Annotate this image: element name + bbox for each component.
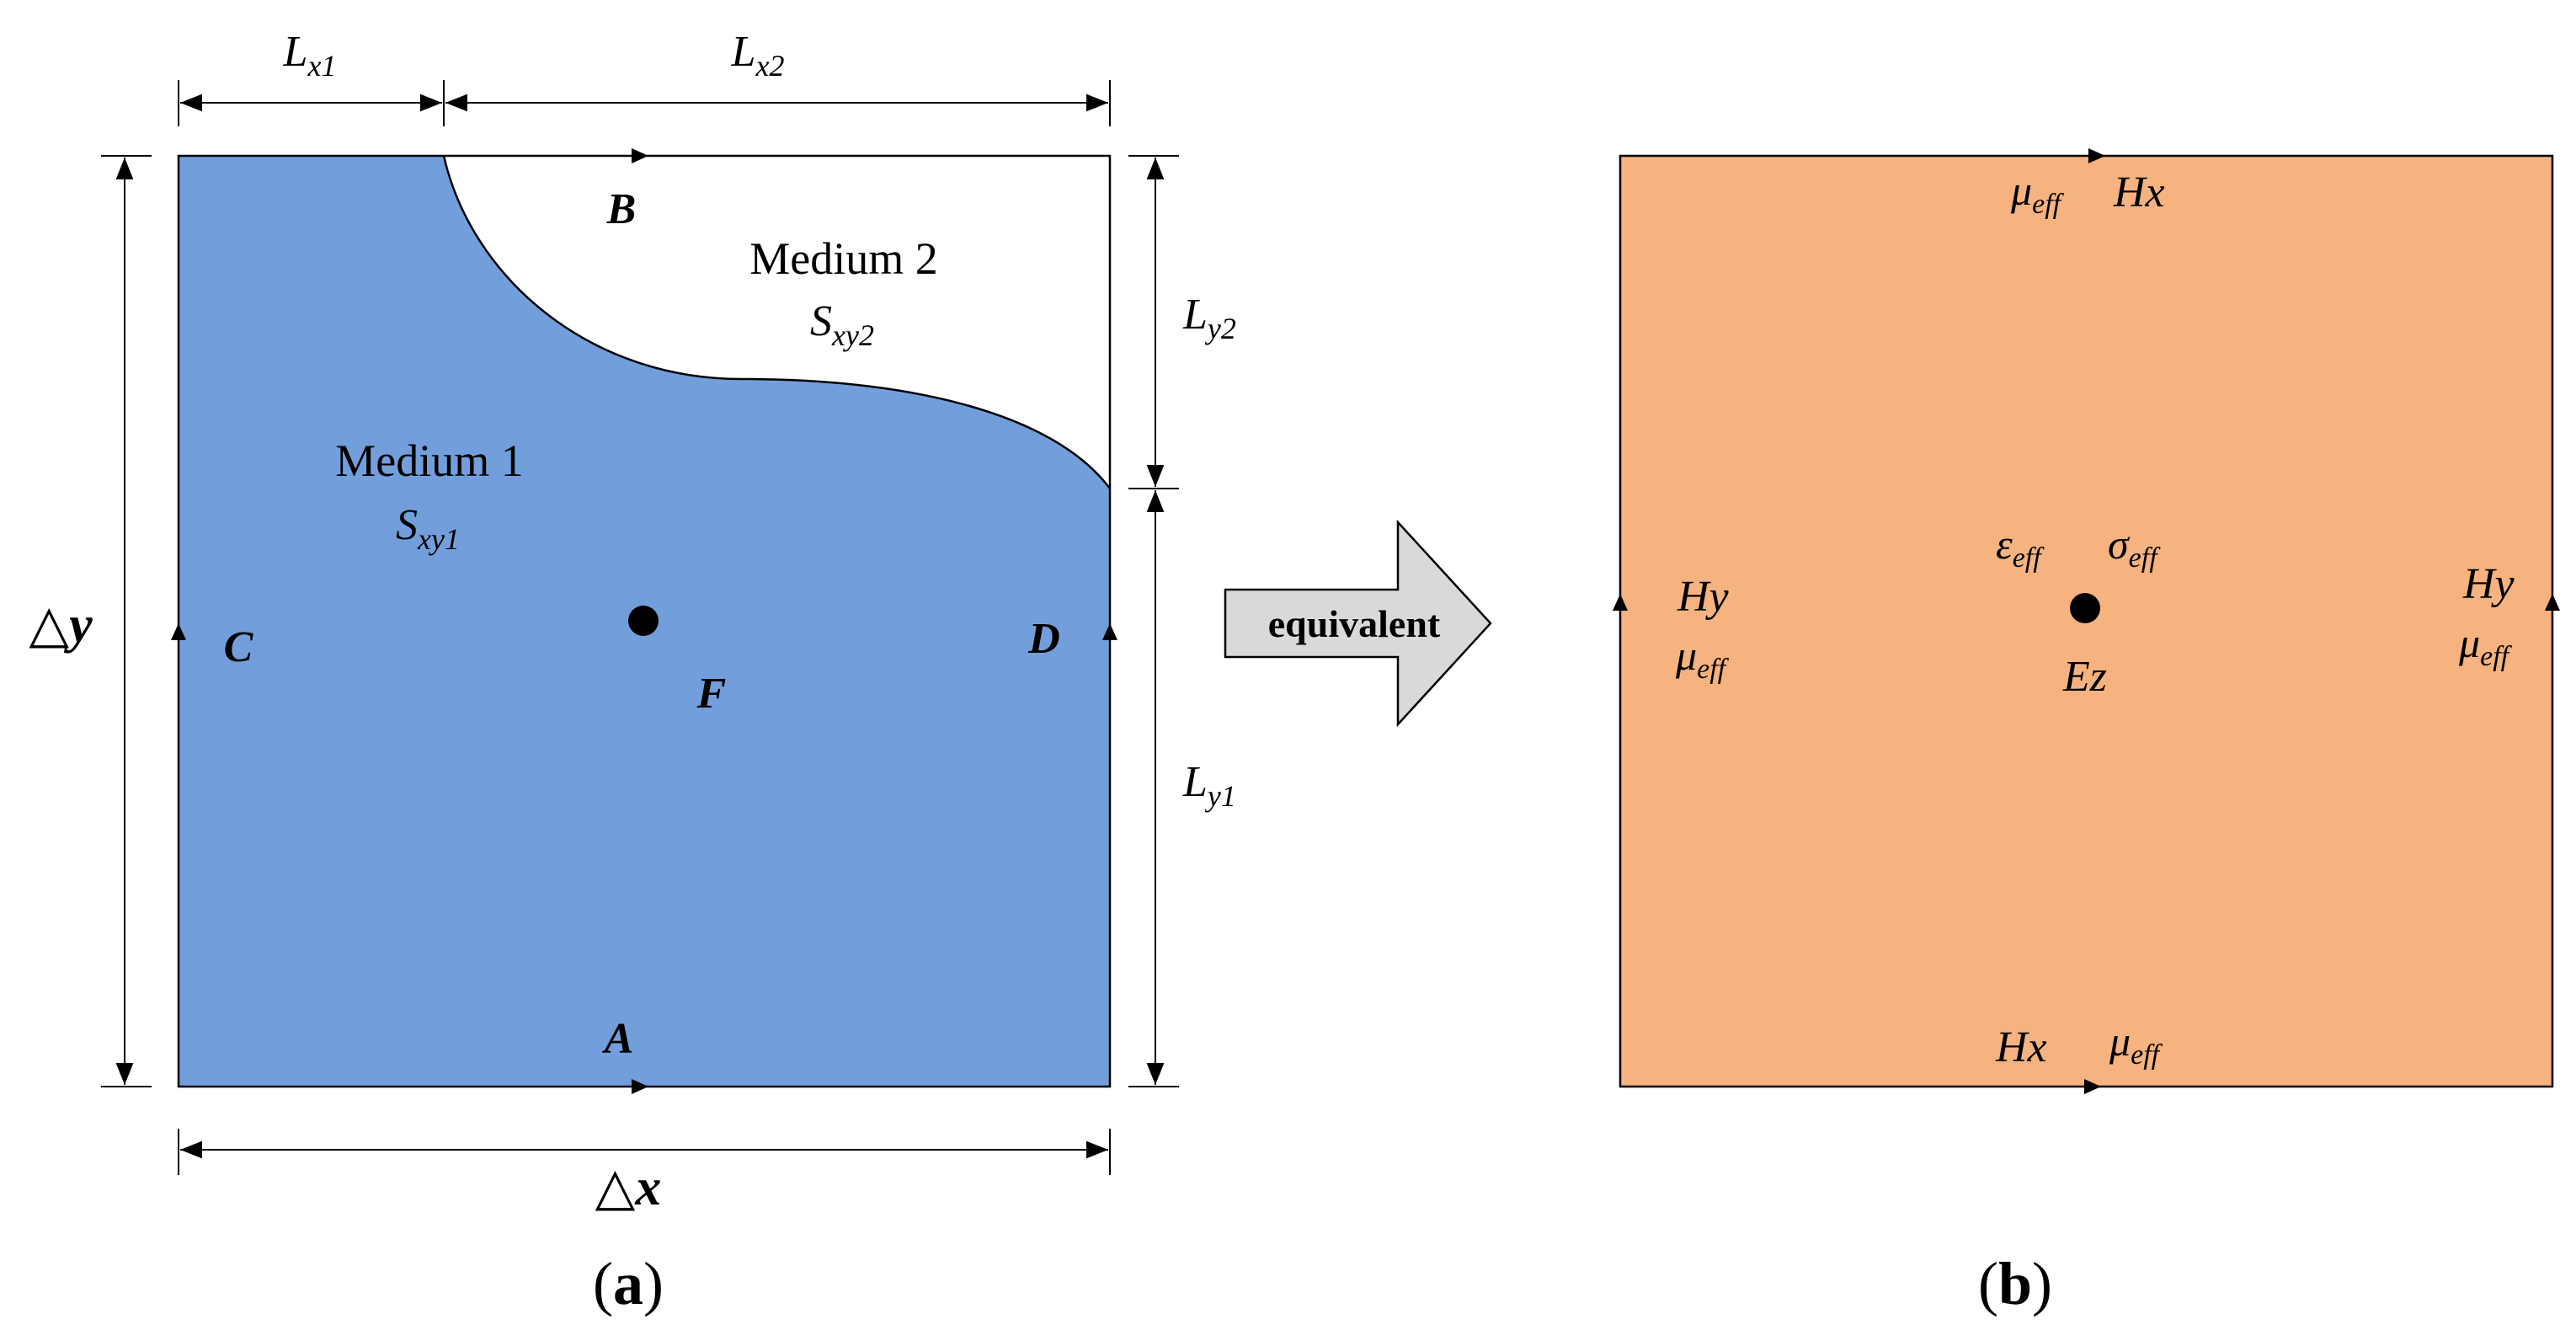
bottom-hx-label: Hx bbox=[1995, 1023, 2047, 1071]
interface-curve bbox=[442, 155, 1111, 489]
path-arrow-right bbox=[1102, 623, 1117, 640]
label-delta-x: △x bbox=[595, 1159, 662, 1216]
panel-a: Lx1 Lx2 Ly2 Ly1 △y △x Medium 2 Sxy2 Medi… bbox=[29, 28, 1236, 1317]
label-lx2: Lx2 bbox=[731, 28, 785, 83]
equivalent-arrow-shape bbox=[1224, 519, 1492, 728]
path-arrow-top bbox=[632, 148, 648, 163]
label-ly2: Ly2 bbox=[1182, 291, 1236, 345]
ez-label: Ez bbox=[2062, 653, 2107, 701]
top-mu-eff: μeff bbox=[2010, 167, 2065, 220]
path-arrow-bottom bbox=[632, 1079, 648, 1094]
bottom-mu-eff: μeff bbox=[2109, 1018, 2163, 1071]
sigma-eff-label: σeff bbox=[2108, 521, 2161, 574]
b-arrow-bottom bbox=[2084, 1079, 2101, 1094]
label-ly1: Ly1 bbox=[1182, 758, 1236, 813]
epsilon-eff-label: εeff bbox=[1996, 521, 2045, 574]
point-b-label: B bbox=[606, 185, 637, 233]
medium-1-name: Medium 1 bbox=[335, 435, 524, 486]
left-hy-label: Hy bbox=[1677, 573, 1730, 621]
point-f-dot bbox=[628, 606, 659, 636]
point-c-label: C bbox=[224, 623, 254, 671]
path-arrow-left bbox=[171, 623, 186, 640]
point-f-label: F bbox=[696, 670, 727, 718]
medium-1-area: Sxy1 bbox=[396, 501, 460, 556]
medium-2-area: Sxy2 bbox=[810, 297, 874, 352]
top-hx-label: Hx bbox=[2113, 168, 2165, 216]
equivalent-label: equivalent bbox=[1268, 602, 1441, 645]
medium-2-region bbox=[444, 156, 1110, 489]
medium-2-name: Medium 2 bbox=[749, 233, 938, 284]
label-lx1: Lx1 bbox=[283, 28, 337, 83]
panel-b: μeff Hx Hx μeff Hy μeff Hy μeff εeff σef… bbox=[1613, 148, 2560, 1317]
b-arrow-right bbox=[2545, 594, 2560, 611]
point-d-label: D bbox=[1027, 615, 1060, 663]
point-a-label: A bbox=[602, 1015, 634, 1063]
caption-b: (b) bbox=[1978, 1250, 2052, 1317]
right-hy-label: Hy bbox=[2462, 560, 2515, 608]
equivalent-arrow: equivalent bbox=[1224, 519, 1492, 728]
label-delta-y: △y bbox=[29, 596, 93, 654]
ez-point-dot bbox=[2070, 593, 2100, 623]
left-mu-eff: μeff bbox=[1675, 632, 1730, 685]
b-arrow-left bbox=[1613, 594, 1628, 611]
right-mu-eff: μeff bbox=[2458, 619, 2513, 672]
b-arrow-top bbox=[2088, 148, 2105, 163]
caption-a: (a) bbox=[593, 1250, 664, 1317]
